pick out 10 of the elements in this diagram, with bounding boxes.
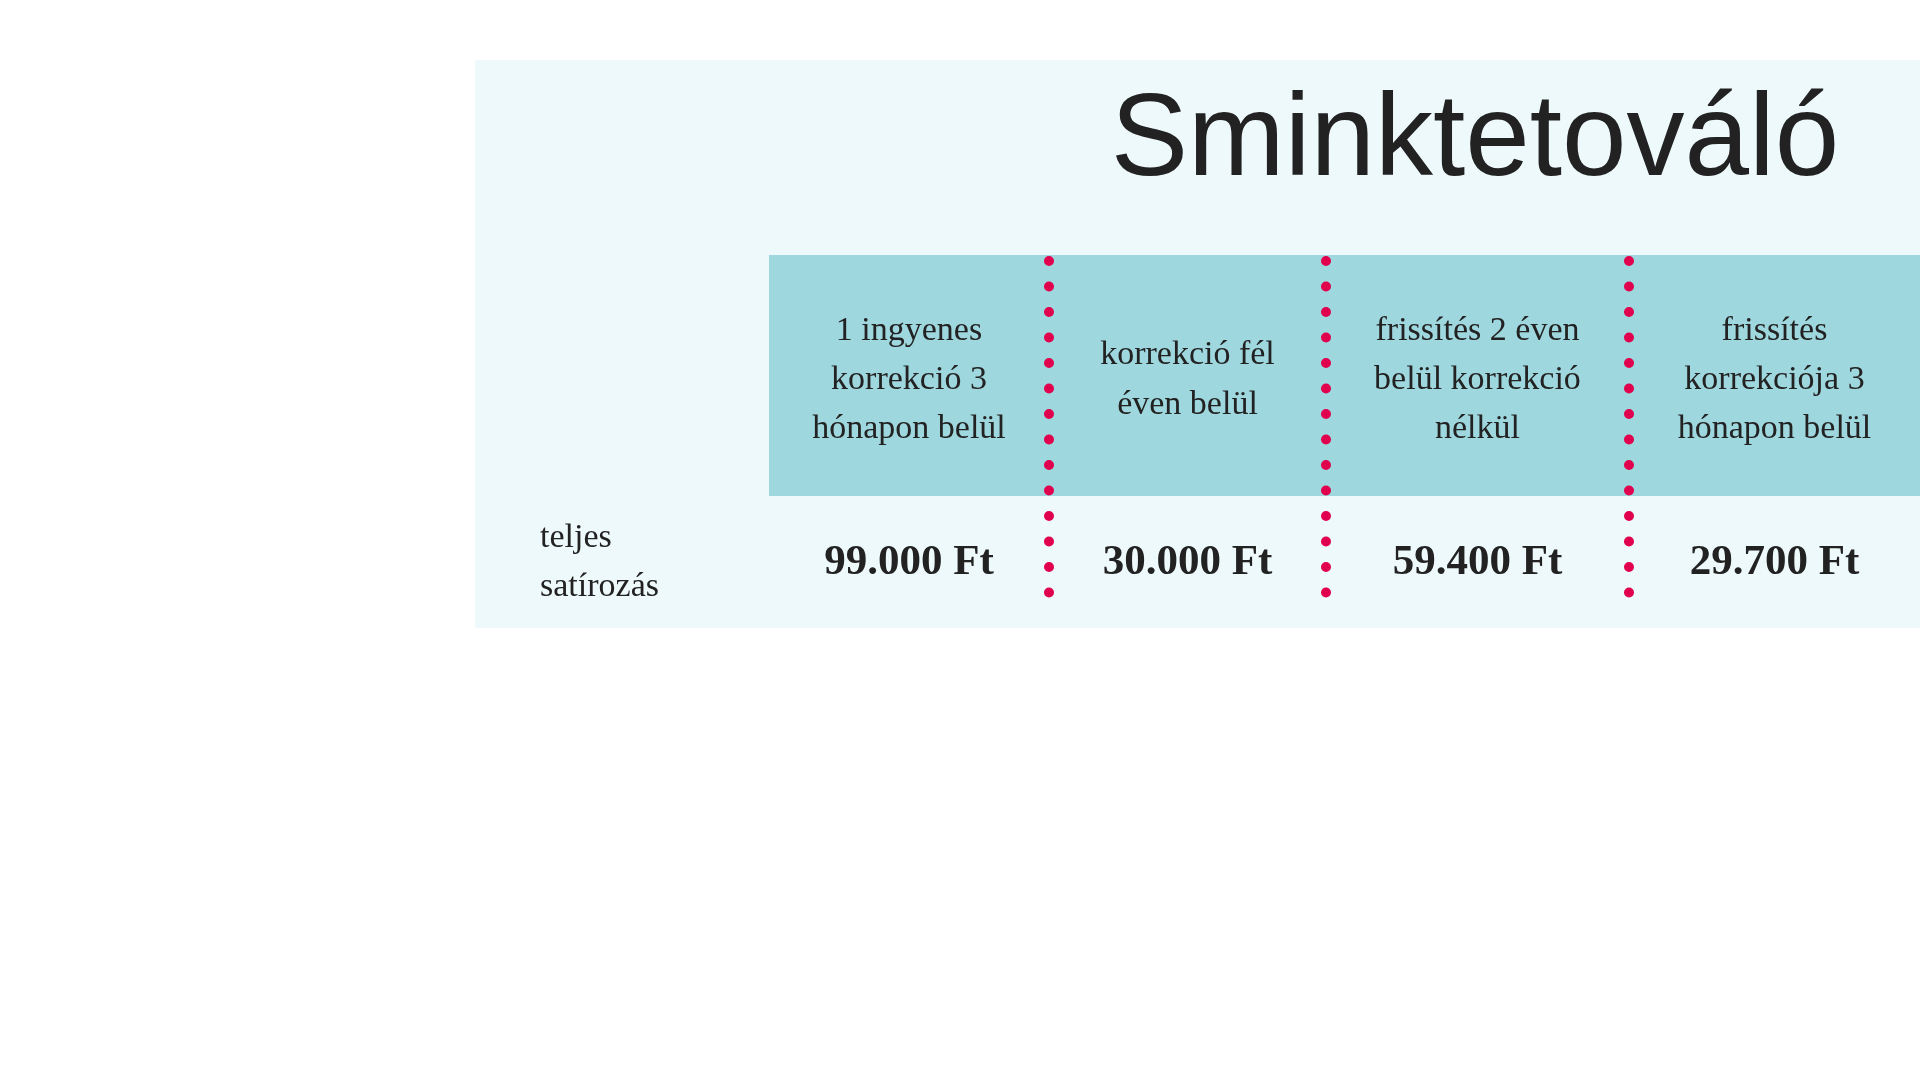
column-header: korrekció fél éven belül	[1099, 333, 1276, 423]
row-header: teljes satírozás	[540, 515, 660, 605]
column-header: frissítés korrekciója 3 hónapon belül	[1676, 308, 1873, 448]
price-cell-text: 30.000 Ft	[1102, 535, 1273, 586]
price-cell-text: 59.400 Ft	[1392, 535, 1563, 586]
column-header: 1 ingyenes korrekció 3 hónapon belül	[811, 308, 1007, 448]
price-cell-text: 29.700 Ft	[1689, 535, 1860, 586]
column-header: frissítés 2 éven belül korrekció nélkül	[1373, 308, 1582, 448]
price-cell-text: 99.000 Ft	[824, 535, 994, 586]
title: Sminktetováló	[1109, 69, 1841, 202]
